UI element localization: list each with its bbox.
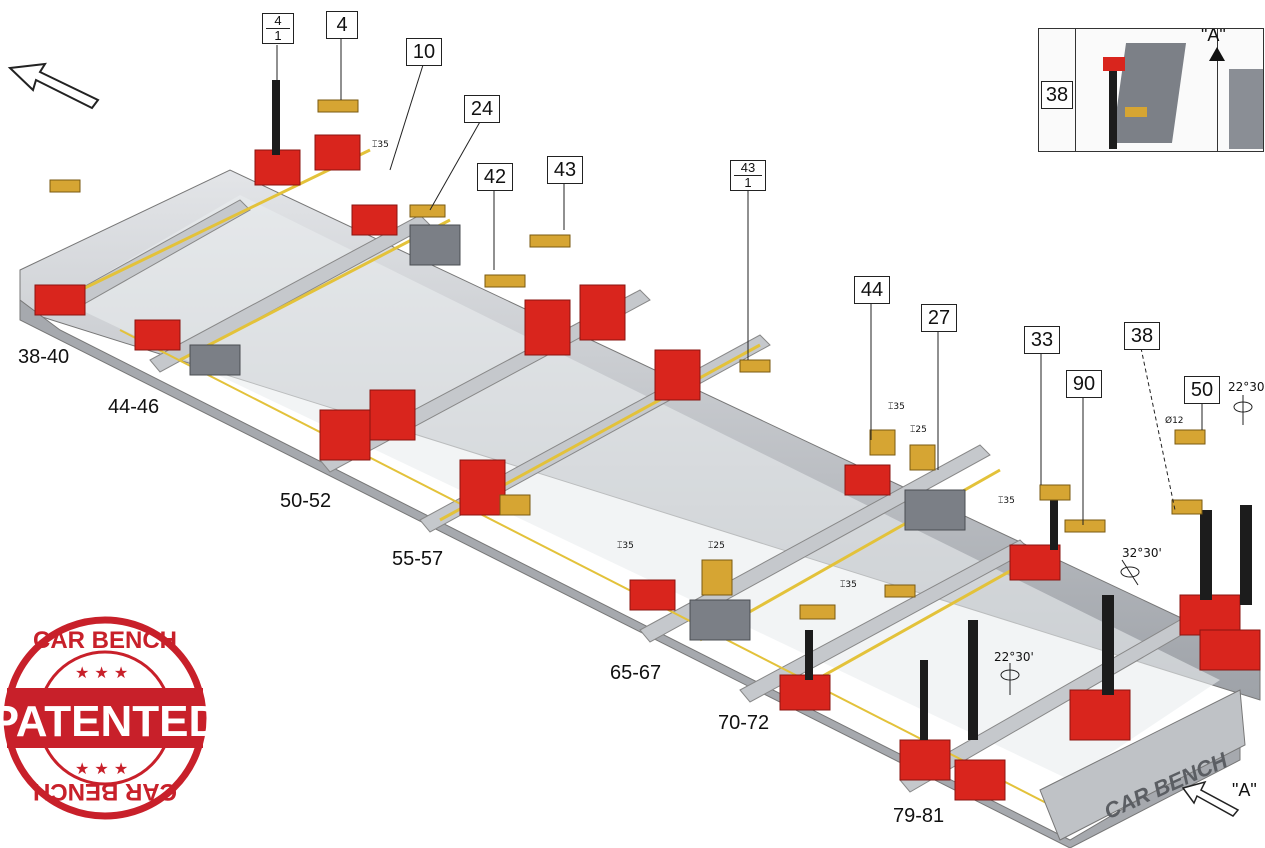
angle-label: 22°30'	[994, 650, 1034, 664]
inset-part-image-right	[1229, 69, 1263, 149]
angle-label: 22°30'	[1228, 380, 1265, 394]
range-label-70-72: 70-72	[718, 712, 770, 734]
range-label-38-40: 38-40	[18, 346, 70, 368]
pin-size-label: ⌶35	[372, 140, 389, 150]
callout-10: 10	[406, 38, 442, 66]
grey-clamps	[189, 224, 966, 641]
inset-divider	[1217, 29, 1218, 151]
svg-text:★ ★ ★: ★ ★ ★	[75, 663, 128, 682]
callout-4-over-1: 4 1	[262, 13, 294, 44]
pin-size-label: ⌶35	[840, 580, 857, 590]
svg-text:PATENTED: PATENTED	[0, 697, 220, 746]
inset-view-label: "A"	[1201, 28, 1226, 45]
view-a-arrow-icon	[1181, 780, 1240, 817]
inset-callout-38: 38	[1041, 81, 1073, 109]
inset-divider	[1075, 29, 1076, 151]
pin-size-label: ⌶25	[708, 541, 725, 551]
diameter-label: Ø12	[1165, 416, 1184, 426]
svg-text:★ ★ ★: ★ ★ ★	[75, 759, 128, 778]
callout-50: 50	[1184, 376, 1220, 404]
callout-fraction-bottom: 1	[744, 175, 752, 190]
inset-view-a: 38 "A"	[1038, 28, 1264, 152]
range-label-50-52: 50-52	[280, 490, 332, 512]
inset-tower	[1109, 59, 1117, 149]
callout-43: 43	[547, 156, 583, 184]
angle-label: 32°30'	[1122, 546, 1162, 560]
leader-lines	[276, 38, 1203, 525]
range-label-44-46: 44-46	[108, 396, 160, 418]
callout-44: 44	[854, 276, 890, 304]
callout-fraction-top: 4	[266, 14, 290, 29]
rotation-symbols	[1000, 395, 1253, 695]
svg-text:CAR BENCH: CAR BENCH	[33, 627, 177, 654]
callout-fraction-bottom: 1	[274, 28, 282, 43]
view-a-label: "A"	[1232, 780, 1257, 800]
pin-size-label: ⌶35	[998, 496, 1015, 506]
callout-42: 42	[477, 163, 513, 191]
range-label-65-67: 65-67	[610, 662, 662, 684]
pin-size-label: ⌶35	[888, 402, 905, 412]
svg-text:CAR BENCH: CAR BENCH	[33, 778, 177, 805]
callout-27: 27	[921, 304, 957, 332]
callout-33: 33	[1024, 326, 1060, 354]
callout-4: 4	[326, 11, 358, 39]
measuring-towers	[272, 80, 1252, 740]
pin-size-label: ⌶35	[617, 541, 634, 551]
range-label-55-57: 55-57	[392, 548, 444, 570]
callout-38: 38	[1124, 322, 1160, 350]
range-label-79-81: 79-81	[893, 805, 945, 827]
callout-90: 90	[1066, 370, 1102, 398]
pin-size-label: ⌶25	[910, 425, 927, 435]
callout-fraction-top: 43	[734, 161, 762, 176]
callout-24: 24	[464, 95, 500, 123]
inset-arrow-icon	[1209, 47, 1225, 61]
callout-43-over-1: 43 1	[730, 160, 766, 191]
inset-yellow-arm	[1125, 107, 1147, 117]
red-clamps	[34, 134, 1261, 801]
yellow-arms	[49, 99, 1206, 620]
direction-arrow-icon	[7, 62, 100, 110]
patented-stamp: CAR BENCH PATENTED CAR BENCH ★ ★ ★ ★ ★ ★	[0, 616, 220, 820]
inset-red-clamp	[1103, 57, 1125, 71]
